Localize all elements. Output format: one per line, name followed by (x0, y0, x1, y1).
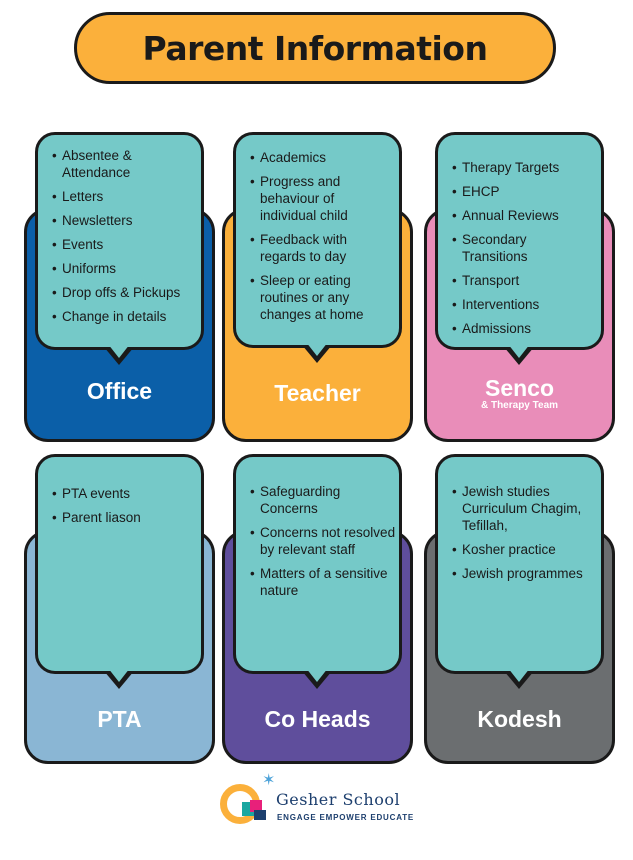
bubble-tail (504, 668, 534, 689)
card-teacher-label: Teacher (274, 380, 361, 406)
star-icon: ✶ (262, 772, 276, 789)
card-pta-label: PTA (97, 706, 142, 732)
list-item: Admissions (452, 320, 597, 337)
card-office-bubble: Absentee & Attendance Letters Newsletter… (35, 132, 204, 365)
list-item: Parent liason (52, 509, 197, 526)
card-senco-sublabel: & Therapy Team (480, 400, 559, 411)
card-co-heads-list: Safeguarding Concerns Concerns not resol… (236, 457, 399, 599)
list-item: Transport (452, 272, 597, 289)
bubble-tail (504, 344, 534, 365)
card-pta: PTA PTA events Parent liason (24, 454, 215, 764)
page-title-banner: Parent Information (74, 12, 556, 84)
page-title: Parent Information (142, 28, 488, 68)
list-item: Feedback with regards to day (250, 231, 370, 265)
card-pta-bubble: PTA events Parent liason (35, 454, 204, 689)
card-senco-list: Therapy Targets EHCP Annual Reviews Seco… (438, 135, 601, 337)
bubble-tail (302, 668, 332, 689)
list-item: Uniforms (52, 260, 197, 277)
list-item: Safeguarding Concerns (250, 483, 360, 517)
school-tagline: ENGAGE EMPOWER EDUCATE (277, 813, 415, 822)
card-co-heads-bubble: Safeguarding Concerns Concerns not resol… (233, 454, 402, 689)
list-item: Sleep or eating routines or any changes … (250, 272, 385, 323)
card-teacher-bubble: Academics Progress and behaviour of indi… (233, 132, 402, 363)
card-senco-label: Senco (484, 375, 555, 401)
list-item: Events (52, 236, 197, 253)
school-logo: ✶ Gesher School ENGAGE EMPOWER EDUCATE (220, 772, 420, 840)
list-item: PTA events (52, 485, 197, 502)
card-senco-bubble: Therapy Targets EHCP Annual Reviews Seco… (435, 132, 604, 365)
list-item: Drop offs & Pickups (52, 284, 197, 301)
list-item: Progress and behaviour of individual chi… (250, 173, 380, 224)
list-item: Kosher practice (452, 541, 597, 558)
card-co-heads: Co Heads Safeguarding Concerns Concerns … (222, 454, 413, 764)
list-item: Newsletters (52, 212, 197, 229)
card-office: Office Absentee & Attendance Letters New… (24, 132, 215, 442)
card-pta-list: PTA events Parent liason (38, 457, 201, 526)
card-kodesh-label: Kodesh (477, 706, 562, 732)
card-kodesh: Kodesh Jewish studies Curriculum Chagim,… (424, 454, 615, 764)
card-co-heads-label: Co Heads (264, 706, 371, 732)
list-item: Letters (52, 188, 197, 205)
list-item: Interventions (452, 296, 597, 313)
bubble-tail (302, 342, 332, 363)
list-item: Concerns not resolved by relevant staff (250, 524, 400, 558)
list-item: Academics (250, 149, 395, 166)
list-item: Absentee & Attendance (52, 147, 150, 181)
card-teacher: Teacher Academics Progress and behaviour… (222, 132, 413, 442)
list-item: Annual Reviews (452, 207, 597, 224)
card-kodesh-bubble: Jewish studies Curriculum Chagim, Tefill… (435, 454, 604, 689)
list-item: Change in details (52, 308, 197, 325)
bubble-tail (104, 668, 134, 689)
list-item: EHCP (452, 183, 597, 200)
list-item: Therapy Targets (452, 159, 597, 176)
list-item: Jewish studies Curriculum Chagim, Tefill… (452, 483, 582, 534)
card-teacher-list: Academics Progress and behaviour of indi… (236, 135, 399, 323)
bubble-tail (104, 344, 134, 365)
card-office-label: Office (86, 378, 153, 404)
school-name: Gesher School (276, 790, 401, 809)
card-kodesh-list: Jewish studies Curriculum Chagim, Tefill… (438, 457, 601, 582)
list-item: Matters of a sensitive nature (250, 565, 400, 599)
list-item: Jewish programmes (452, 565, 597, 582)
card-office-list: Absentee & Attendance Letters Newsletter… (38, 135, 201, 325)
list-item: Secondary Transitions (452, 231, 542, 265)
card-senco: Senco & Therapy Team Therapy Targets EHC… (424, 132, 615, 442)
